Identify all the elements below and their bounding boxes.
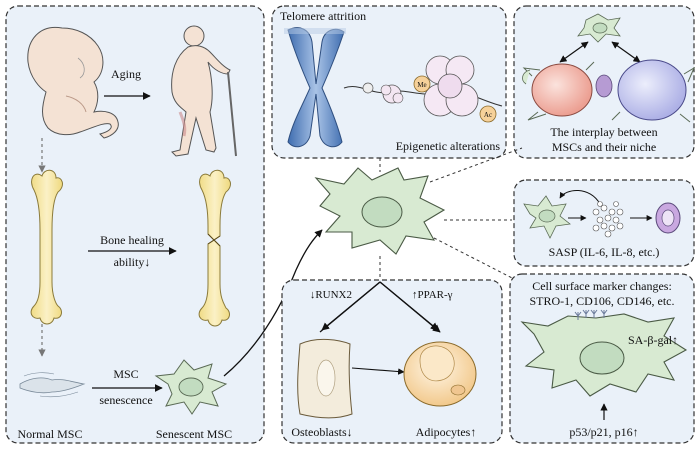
lineage-right-arrow xyxy=(379,281,439,331)
sasp-feedback-arrow xyxy=(559,190,601,205)
bone-healing-label-1: Bone healing xyxy=(100,233,164,247)
niche-arrow-left xyxy=(559,41,589,63)
niche-label-1: The interplay between xyxy=(550,125,657,139)
cytokines-icon xyxy=(592,201,624,238)
osteoblasts-label: Osteoblasts↓ xyxy=(291,425,352,439)
niche-purple-cell-icon xyxy=(595,74,613,98)
aging-panel: Aging Bone healing ability↓ Normal MSC M… xyxy=(5,5,265,444)
me-tag-label: Me xyxy=(417,81,426,89)
sasp-label: SASP (IL-6, IL-8, etc.) xyxy=(549,245,660,259)
senescent-msc-small-icon xyxy=(154,359,228,415)
markers-panel: Cell surface marker changes: STRO-1, CD1… xyxy=(509,273,695,444)
markers-label-1: Cell surface marker changes: xyxy=(532,279,672,293)
fractured-bone-icon xyxy=(198,169,231,327)
sasp-target-cell-icon xyxy=(655,202,681,234)
senescence-to-center-arrow xyxy=(223,229,323,377)
adipocyte-icon xyxy=(403,341,477,407)
sasp-cell-icon xyxy=(523,195,571,239)
normal-msc-label: Normal MSC xyxy=(17,427,82,441)
connector-niche xyxy=(429,147,523,183)
niche-blue-cell-icon xyxy=(611,59,696,123)
surface-receptors-icon xyxy=(574,309,608,320)
runx2-label: ↓RUNX2 xyxy=(310,289,352,301)
aging-label: Aging xyxy=(111,67,141,81)
me-tag xyxy=(413,75,431,93)
epigenetic-label: Epigenetic alterations xyxy=(396,139,501,153)
nucleosome-large-icon xyxy=(423,55,479,117)
niche-top-cell-icon xyxy=(577,13,621,43)
pparg-label: ↑PPAR-γ xyxy=(412,289,453,301)
bone-healing-label-2: ability↓ xyxy=(114,255,151,269)
differentiation-panel: ↓RUNX2 ↑PPAR-γ Osteoblasts↓ Adipocytes↑ xyxy=(281,279,503,444)
sasp-panel: SASP (IL-6, IL-8, etc.) xyxy=(513,179,695,267)
niche-red-cell-icon xyxy=(522,61,595,121)
niche-label-2: MSCs and their niche xyxy=(552,140,656,154)
lineage-left-arrow xyxy=(321,281,381,331)
msc-label-2: senescence xyxy=(99,393,152,407)
telomere-panel: Telomere attrition Me Ac Epigenetic alte… xyxy=(271,5,507,159)
niche-panel: The interplay between MSCs and their nic… xyxy=(513,5,696,159)
ac-tag-label: Ac xyxy=(484,111,492,119)
markers-label-2: STRO-1, CD106, CD146, etc. xyxy=(530,294,675,308)
senescent-msc-label: Senescent MSC xyxy=(156,427,232,441)
p53-label: p53/p21, p16↑ xyxy=(569,425,638,439)
telomere-title: Telomere attrition xyxy=(280,9,366,23)
adipocytes-label: Adipocytes↑ xyxy=(416,425,477,439)
chromosome-icon xyxy=(284,27,346,148)
ac-tag xyxy=(479,105,497,123)
nucleosome-small-icon xyxy=(362,82,404,104)
msc-label-1: MSC xyxy=(113,367,138,381)
markers-cell-icon xyxy=(520,313,688,397)
connector-markers xyxy=(433,237,521,283)
normal-msc-icon xyxy=(19,372,86,398)
osteo-to-adipo-arrow xyxy=(351,367,405,375)
sa-beta-gal-label: SA-β-gal↑ xyxy=(628,333,678,347)
niche-arrow-right xyxy=(611,41,641,63)
central-senescent-msc-icon xyxy=(314,167,446,255)
fetus-icon xyxy=(27,26,119,139)
osteoblast-icon xyxy=(297,338,353,419)
elderly-person-icon xyxy=(171,25,237,157)
healthy-bone-icon xyxy=(30,169,63,325)
